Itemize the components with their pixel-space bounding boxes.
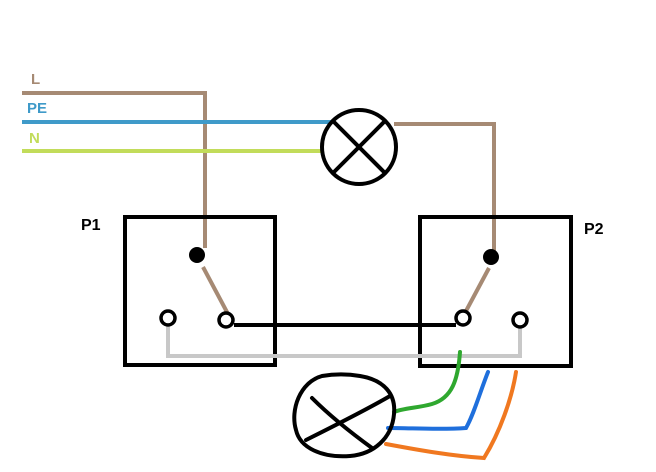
switch-lever-p2 bbox=[464, 267, 491, 312]
wire-line bbox=[22, 91, 207, 248]
terminal-p2-right bbox=[511, 311, 529, 329]
label-neutral: N bbox=[29, 130, 40, 147]
wire-extra-green bbox=[392, 350, 462, 414]
switch-lever-p1 bbox=[201, 266, 230, 315]
terminal-p1-right bbox=[217, 311, 235, 329]
switch-box-p2 bbox=[418, 215, 573, 368]
label-line: L bbox=[31, 71, 40, 88]
sketched-lamp-icon bbox=[292, 372, 397, 459]
wire-traveler-grey bbox=[166, 320, 522, 358]
terminal-p2-left bbox=[454, 309, 472, 327]
label-switch-p1: P1 bbox=[81, 217, 101, 234]
switch-box-p1 bbox=[123, 215, 277, 367]
terminal-p1-left bbox=[159, 309, 177, 327]
lamp-symbol-icon bbox=[320, 108, 398, 186]
common-terminal-p2 bbox=[483, 249, 499, 265]
wire-extra-blue bbox=[386, 370, 490, 431]
label-switch-p2: P2 bbox=[584, 221, 604, 238]
common-terminal-p1 bbox=[189, 247, 205, 263]
wire-lamp-to-p2 bbox=[394, 122, 496, 256]
wire-extra-orange bbox=[384, 370, 518, 461]
label-earth: PE bbox=[27, 100, 47, 117]
